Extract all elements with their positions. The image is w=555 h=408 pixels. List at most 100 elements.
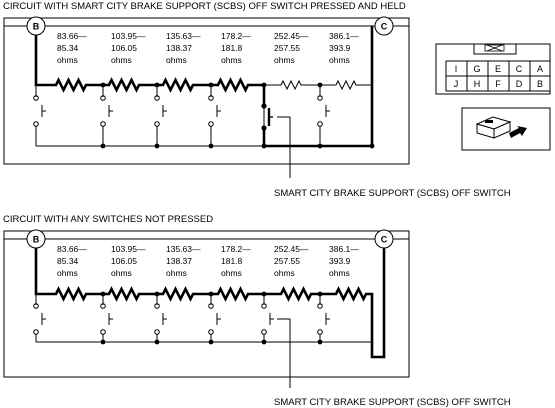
- svg-text:B: B: [33, 22, 40, 32]
- svg-text:386.1—: 386.1—: [329, 31, 359, 41]
- resistor-label-5: 252.45— 257.55 ohms: [274, 244, 309, 278]
- svg-text:135.63—: 135.63—: [166, 244, 201, 254]
- switch-4: [208, 91, 222, 127]
- resistor-ladder-unused: [35, 79, 372, 147]
- svg-text:393.9: 393.9: [329, 256, 351, 266]
- junction-dots: [100, 82, 375, 149]
- svg-text:J: J: [454, 79, 459, 89]
- svg-text:178.2—: 178.2—: [221, 31, 251, 41]
- scbs-callout: SMART CITY BRAKE SUPPORT (SCBS) OFF SWIT…: [274, 318, 511, 408]
- svg-text:85.34: 85.34: [57, 256, 79, 266]
- svg-text:F: F: [495, 79, 501, 89]
- node-b: B: [26, 229, 46, 249]
- diagram-not-pressed: CIRCUIT WITH ANY SWITCHES NOT PRESSED B …: [3, 214, 511, 408]
- svg-text:178.2—: 178.2—: [221, 244, 251, 254]
- svg-text:257.55: 257.55: [274, 43, 300, 53]
- svg-text:G: G: [473, 64, 480, 74]
- svg-text:ohms: ohms: [221, 268, 242, 278]
- node-c: C: [374, 229, 394, 249]
- scbs-callout: SMART CITY BRAKE SUPPORT (SCBS) OFF SWIT…: [274, 116, 511, 199]
- svg-text:ohms: ohms: [57, 268, 78, 278]
- svg-text:C: C: [381, 22, 388, 32]
- junction-dots: [100, 291, 323, 345]
- svg-text:ohms: ohms: [166, 268, 187, 278]
- svg-text:ohms: ohms: [221, 55, 242, 65]
- resistor-label-1: 83.66— 85.34 ohms: [57, 244, 87, 278]
- connector-pins-top: I G E C A: [455, 64, 543, 74]
- switch-1: [33, 91, 47, 127]
- switch-2: [100, 91, 114, 127]
- switch-2: [100, 299, 114, 335]
- svg-text:C: C: [381, 235, 388, 245]
- svg-text:I: I: [455, 64, 458, 74]
- svg-text:103.95—: 103.95—: [111, 31, 146, 41]
- scbs-switch: [261, 299, 275, 335]
- svg-text:ohms: ohms: [111, 55, 132, 65]
- resistor-label-6: 386.1— 393.9 ohms: [329, 31, 359, 65]
- svg-text:252.45—: 252.45—: [274, 244, 309, 254]
- connector-pins-bottom: J H F D B: [454, 79, 543, 89]
- diagram-frame: [3, 17, 410, 165]
- svg-text:ohms: ohms: [274, 268, 295, 278]
- svg-text:83.66—: 83.66—: [57, 31, 87, 41]
- current-path: [34, 248, 386, 359]
- scbs-callout-label: SMART CITY BRAKE SUPPORT (SCBS) OFF SWIT…: [274, 188, 511, 199]
- svg-text:83.66—: 83.66—: [57, 244, 87, 254]
- switch-4: [208, 299, 222, 335]
- resistor-label-1: 83.66— 85.34 ohms: [57, 31, 87, 65]
- connector-face: I G E C A J H F D B: [435, 43, 551, 95]
- svg-text:D: D: [516, 79, 523, 89]
- diagram-title: CIRCUIT WITH ANY SWITCHES NOT PRESSED: [3, 214, 213, 225]
- svg-text:ohms: ohms: [166, 55, 187, 65]
- svg-text:85.34: 85.34: [57, 43, 79, 53]
- svg-text:386.1—: 386.1—: [329, 244, 359, 254]
- svg-text:ohms: ohms: [274, 55, 295, 65]
- svg-text:252.45—: 252.45—: [274, 31, 309, 41]
- svg-text:ohms: ohms: [111, 268, 132, 278]
- resistor-label-3: 135.63— 138.37 ohms: [166, 31, 201, 65]
- svg-text:E: E: [495, 64, 501, 74]
- svg-text:106.05: 106.05: [111, 43, 137, 53]
- svg-text:106.05: 106.05: [111, 256, 137, 266]
- scbs-callout-label: SMART CITY BRAKE SUPPORT (SCBS) OFF SWIT…: [274, 397, 511, 408]
- svg-text:ohms: ohms: [329, 268, 350, 278]
- connector-illustration: [461, 107, 551, 151]
- resistor-label-2: 103.95— 106.05 ohms: [111, 31, 146, 65]
- svg-text:138.37: 138.37: [166, 43, 192, 53]
- svg-text:393.9: 393.9: [329, 43, 351, 53]
- svg-text:ohms: ohms: [329, 55, 350, 65]
- switch-6: [317, 299, 331, 335]
- svg-text:181.8: 181.8: [221, 256, 243, 266]
- resistor-label-6: 386.1— 393.9 ohms: [329, 244, 359, 278]
- svg-text:257.55: 257.55: [274, 256, 300, 266]
- diagram-title: CIRCUIT WITH SMART CITY BRAKE SUPPORT (S…: [3, 1, 406, 12]
- svg-text:A: A: [537, 64, 543, 74]
- node-c: C: [374, 16, 394, 36]
- svg-text:ohms: ohms: [57, 55, 78, 65]
- resistor-label-2: 103.95— 106.05 ohms: [111, 244, 146, 278]
- switch-1: [33, 299, 47, 335]
- svg-text:C: C: [516, 64, 523, 74]
- resistor-label-5: 252.45— 257.55 ohms: [274, 31, 309, 65]
- svg-text:103.95—: 103.95—: [111, 244, 146, 254]
- node-b: B: [26, 16, 46, 36]
- switch-3: [154, 91, 168, 127]
- svg-text:B: B: [537, 79, 543, 89]
- insert-arrow-icon: [509, 126, 527, 138]
- switch-3: [154, 299, 168, 335]
- resistance-labels: 83.66— 85.34 ohms 103.95— 106.05 ohms 135.63…: [57, 244, 359, 278]
- resistor-label-4: 178.2— 181.8 ohms: [221, 31, 251, 65]
- ladder-thin: [35, 294, 372, 343]
- svg-text:B: B: [33, 235, 40, 245]
- resistor-label-4: 178.2— 181.8 ohms: [221, 244, 251, 278]
- diagram-frame: [3, 230, 410, 378]
- diagram-pressed: CIRCUIT WITH SMART CITY BRAKE SUPPORT (S…: [3, 1, 511, 199]
- scbs-switch-pressed: [261, 103, 273, 131]
- svg-text:181.8: 181.8: [221, 43, 243, 53]
- switch-6: [317, 91, 331, 127]
- svg-text:H: H: [474, 79, 481, 89]
- svg-text:135.63—: 135.63—: [166, 31, 201, 41]
- resistance-labels: 83.66— 85.34 ohms 103.95— 106.05 ohms 135.63…: [57, 31, 359, 65]
